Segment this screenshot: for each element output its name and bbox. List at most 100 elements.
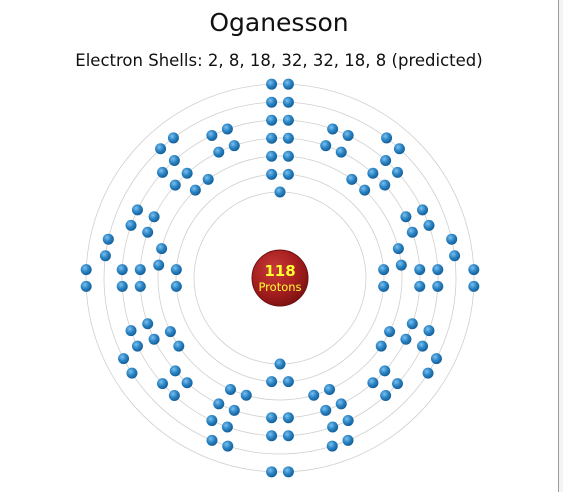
electron-shell-6 xyxy=(449,250,461,262)
electron-shell-2 xyxy=(170,264,182,276)
electron-shell-3 xyxy=(240,389,252,401)
electron-shell-3 xyxy=(189,184,201,196)
electron-shell-5 xyxy=(327,123,339,135)
electron-shell-6 xyxy=(167,132,179,144)
orbit-shell-2 xyxy=(175,173,385,383)
electron-shell-5 xyxy=(221,123,233,135)
electron-shell-6 xyxy=(282,96,294,108)
electron-shell-6 xyxy=(393,143,405,155)
electron-shell-5 xyxy=(125,219,137,231)
electron-shell-7 xyxy=(266,78,278,90)
electron-shell-5 xyxy=(423,219,435,231)
orbit-shell-6 xyxy=(103,101,457,455)
electron-shell-3 xyxy=(153,259,165,271)
electron-shell-4 xyxy=(400,211,412,223)
electron-shell-6 xyxy=(155,143,167,155)
electron-shell-4 xyxy=(213,146,225,158)
electron-shell-4 xyxy=(142,318,154,330)
electron-shell-6 xyxy=(126,367,138,379)
electron-shell-4 xyxy=(169,365,181,377)
electron-shell-5 xyxy=(168,155,180,166)
electron-shell-5 xyxy=(206,129,218,141)
electron-shell-5 xyxy=(282,114,294,126)
electron-shell-5 xyxy=(131,204,143,216)
electron-shell-1 xyxy=(274,358,286,370)
electron-shell-3 xyxy=(359,184,371,196)
electron-shell-6 xyxy=(422,367,434,379)
electron-shell-5 xyxy=(221,421,233,433)
proton-label: Protons xyxy=(258,280,301,294)
electron-shell-4 xyxy=(400,333,412,345)
electron-shell-5 xyxy=(206,415,218,427)
electron-shell-4 xyxy=(148,333,160,345)
electron-shell-3 xyxy=(266,150,278,162)
electron-shell-1 xyxy=(274,186,286,198)
electron-shell-6 xyxy=(430,353,442,365)
electron-shell-5 xyxy=(116,280,128,292)
electron-shell-5 xyxy=(342,129,354,141)
electron-shell-5 xyxy=(417,340,429,352)
electron-shell-2 xyxy=(378,264,390,276)
electron-shell-6 xyxy=(99,250,111,262)
electron-shell-5 xyxy=(432,280,444,292)
electron-shell-4 xyxy=(406,318,418,330)
electron-shell-7 xyxy=(282,466,294,478)
electron-shell-4 xyxy=(414,280,426,292)
electron-shell-6 xyxy=(326,440,338,452)
electron-shell-5 xyxy=(116,264,128,276)
electron-shell-5 xyxy=(327,421,339,433)
electron-shell-3 xyxy=(202,173,214,185)
electron-shell-6 xyxy=(206,434,218,446)
electron-shell-3 xyxy=(224,384,236,395)
electron-shell-5 xyxy=(282,430,294,442)
window-edge xyxy=(558,0,563,492)
electron-shell-6 xyxy=(446,233,458,245)
electron-shell-7 xyxy=(80,264,92,276)
electron-shell-5 xyxy=(380,155,392,166)
electron-shell-5 xyxy=(417,204,429,216)
electron-shells-caption: Electron Shells: 2, 8, 18, 32, 32, 18, 8… xyxy=(75,51,483,70)
electron-shell-3 xyxy=(156,243,168,255)
orbit-shell-5 xyxy=(121,119,439,437)
electron-shell-3 xyxy=(346,173,358,185)
electron-shell-6 xyxy=(118,353,130,365)
electron-shell-2 xyxy=(170,280,182,292)
electron-shell-5 xyxy=(157,378,168,390)
electron-shell-7 xyxy=(266,466,278,478)
electron-shell-4 xyxy=(367,167,379,179)
electron-shell-5 xyxy=(432,264,444,276)
electron-shell-5 xyxy=(131,340,143,352)
nucleus: 118 Protons xyxy=(251,249,309,307)
electron-shell-2 xyxy=(266,376,278,388)
electron-shell-4 xyxy=(335,146,347,158)
electron-shell-4 xyxy=(367,377,379,389)
electron-shell-5 xyxy=(125,325,137,337)
electron-shell-5 xyxy=(380,390,392,401)
electron-shell-7 xyxy=(80,280,92,292)
electron-shell-5 xyxy=(157,166,168,178)
electron-shell-6 xyxy=(381,132,393,144)
orbit-shell-4 xyxy=(139,137,421,419)
electron-shell-3 xyxy=(308,389,320,401)
electron-shell-3 xyxy=(392,243,404,255)
electron-shell-4 xyxy=(379,365,391,377)
electron-shell-4 xyxy=(266,412,278,424)
electron-shell-6 xyxy=(102,233,114,245)
electron-shell-6 xyxy=(266,96,278,108)
electrons xyxy=(80,78,480,478)
electron-shell-6 xyxy=(342,434,354,446)
electron-shell-3 xyxy=(324,384,336,395)
electron-shell-4 xyxy=(335,398,347,410)
proton-count: 118 xyxy=(264,262,295,280)
electron-shell-4 xyxy=(379,179,391,191)
nucleus-circle xyxy=(251,249,309,307)
element-title: Oganesson xyxy=(209,8,349,37)
electron-shell-3 xyxy=(282,150,294,162)
electron-shell-2 xyxy=(282,376,294,388)
electron-shell-4 xyxy=(266,132,278,144)
electron-shell-4 xyxy=(228,140,240,152)
electron-shell-5 xyxy=(392,378,403,390)
electron-shell-4 xyxy=(414,264,426,276)
